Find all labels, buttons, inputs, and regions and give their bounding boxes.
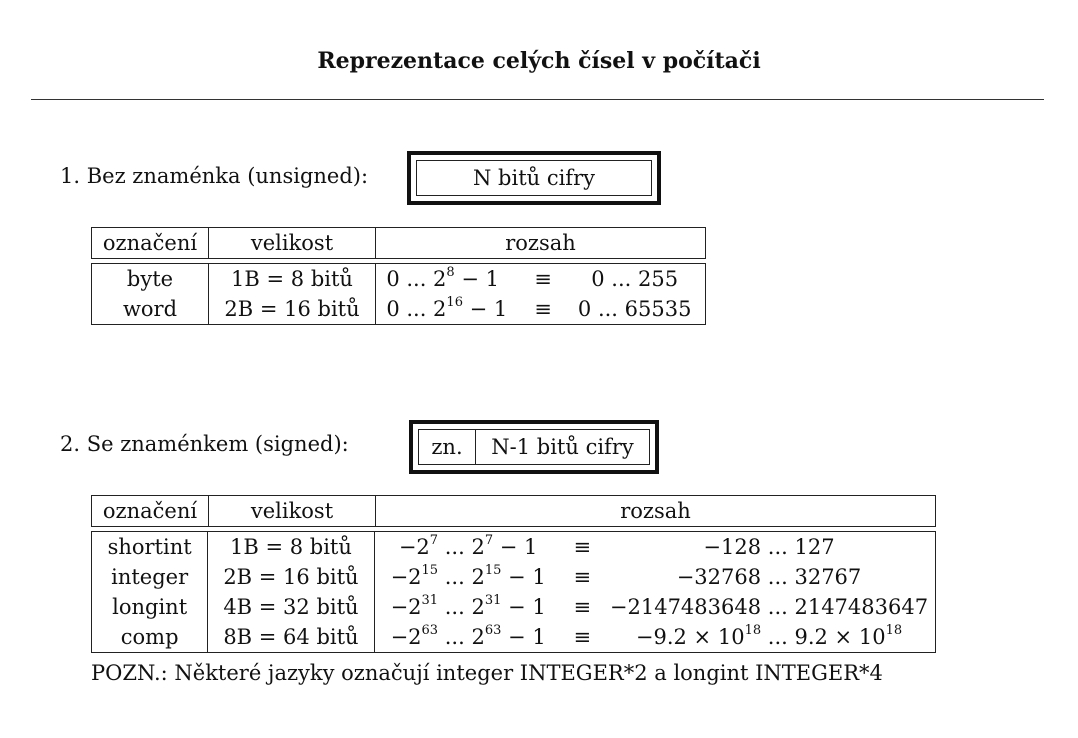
table-row: shortint 1B = 8 bitů −27 ... 27 − 1 ≡ −1…	[90, 531, 937, 562]
unsigned-digits-field: N bitů cifry	[472, 166, 595, 190]
row-size: 2B = 16 bitů	[207, 562, 375, 592]
row-name: comp	[90, 622, 209, 653]
signed-bit-layout-inner: zn. N-1 bitů cifry	[418, 429, 650, 465]
table-row: byte 1B = 8 bitů 0 ... 28 − 1 ≡ 0 ... 25…	[91, 263, 706, 294]
row-size: 1B = 8 bitů	[208, 263, 376, 294]
signed-bit-layout-box: zn. N-1 bitů cifry	[409, 420, 659, 474]
table-row: longint 4B = 32 bitů −231 ... 231 − 1 ≡ …	[90, 592, 937, 622]
col-header-label: označení	[91, 495, 209, 527]
row-range: −27 ... 27 − 1 ≡ −128 ... 127	[373, 531, 937, 562]
row-name: shortint	[90, 531, 209, 562]
unsigned-table: označení velikost rozsah byte 1B = 8 bit…	[91, 227, 706, 325]
section1-heading: 1. Bez znaménka (unsigned):	[60, 164, 369, 188]
table-row: integer 2B = 16 bitů −215 ... 215 − 1 ≡ …	[90, 562, 937, 592]
footnote: POZN.: Některé jazyky označují integer I…	[91, 661, 883, 685]
unsigned-bit-layout-box: N bitů cifry	[407, 151, 661, 205]
unsigned-bit-layout-inner: N bitů cifry	[416, 160, 652, 196]
col-header-size: velikost	[208, 495, 376, 527]
page-title: Reprezentace celých čísel v počítači	[317, 48, 761, 74]
row-name: word	[91, 294, 209, 325]
row-size: 8B = 64 bitů	[207, 622, 375, 653]
row-size: 4B = 32 bitů	[207, 592, 375, 622]
section2-heading: 2. Se znaménkem (signed):	[60, 432, 349, 456]
signed-digits-field: N-1 bitů cifry	[491, 435, 634, 459]
col-header-size: velikost	[208, 227, 376, 259]
row-name: integer	[90, 562, 209, 592]
row-range: 0 ... 216 − 1 ≡ 0 ... 65535	[375, 294, 706, 325]
col-header-range: rozsah	[375, 227, 706, 259]
sign-bit-field: zn.	[419, 430, 476, 464]
row-size: 2B = 16 bitů	[208, 294, 376, 325]
title-divider	[31, 99, 1044, 100]
row-range: −231 ... 231 − 1 ≡ −2147483648 ... 21474…	[373, 592, 937, 622]
col-header-label: označení	[91, 227, 209, 259]
row-name: byte	[91, 263, 209, 294]
row-range: −263 ... 263 − 1 ≡ −9.2 × 1018 ... 9.2 ×…	[373, 622, 937, 653]
row-range: −215 ... 215 − 1 ≡ −32768 ... 32767	[373, 562, 937, 592]
row-name: longint	[90, 592, 209, 622]
signed-table: označení velikost rozsah shortint 1B = 8…	[90, 495, 937, 653]
table-row: word 2B = 16 bitů 0 ... 216 − 1 ≡ 0 ... …	[91, 294, 706, 325]
table-row: comp 8B = 64 bitů −263 ... 263 − 1 ≡ −9.…	[90, 622, 937, 653]
row-range: 0 ... 28 − 1 ≡ 0 ... 255	[375, 263, 706, 294]
col-header-range: rozsah	[375, 495, 936, 527]
row-size: 1B = 8 bitů	[207, 531, 375, 562]
